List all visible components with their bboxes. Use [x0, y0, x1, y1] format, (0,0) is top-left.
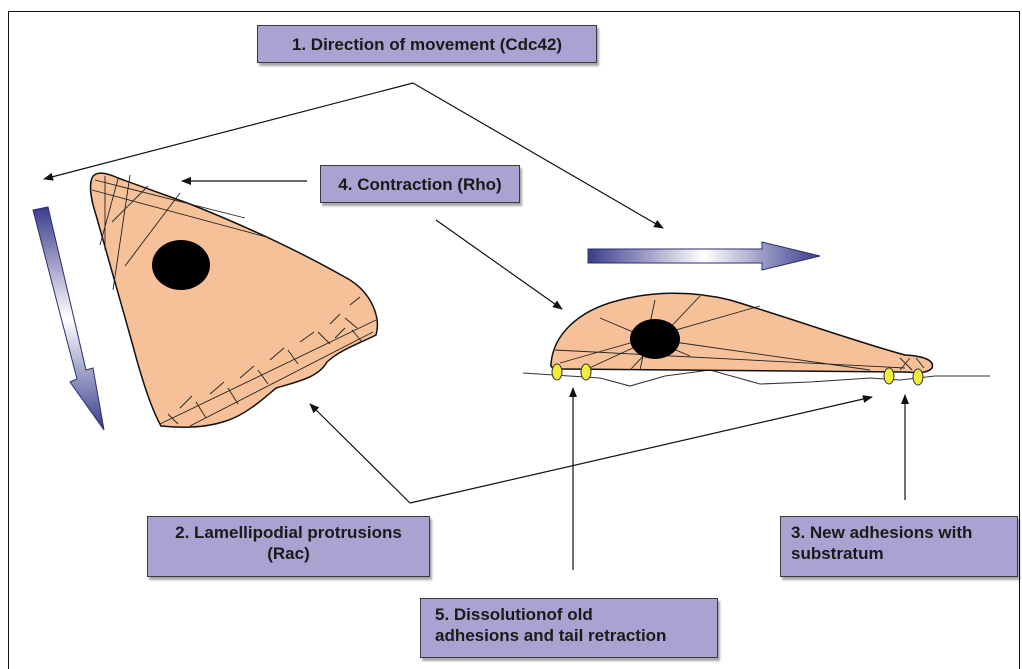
label-lamellipodial-protrusions: 2. Lamellipodial protrusions (Rac): [147, 516, 430, 577]
label-adhesions-line2: substratum: [791, 543, 1007, 564]
label-dissolution-line1: 5. Dissolutionof old: [435, 604, 707, 625]
label-direction-of-movement: 1. Direction of movement (Cdc42): [257, 25, 597, 63]
label-contraction-text: 4. Contraction (Rho): [338, 175, 501, 194]
lamellipodial-arrows: [310, 397, 872, 503]
horizontal-motion-arrow: [588, 242, 820, 270]
label-dissolution-line2: adhesions and tail retraction: [435, 625, 707, 646]
nucleus-left: [152, 240, 210, 290]
migrating-cell: [551, 293, 933, 372]
label-contraction: 4. Contraction (Rho): [320, 165, 520, 203]
label-dissolution: 5. Dissolutionof old adhesions and tail …: [420, 598, 718, 658]
label-lamellipodial-line2: (Rac): [158, 543, 419, 564]
label-lamellipodial-line1: 2. Lamellipodial protrusions: [158, 522, 419, 543]
turning-cell: [91, 173, 378, 427]
label-direction-text: 1. Direction of movement (Cdc42): [292, 35, 562, 54]
label-new-adhesions: 3. New adhesions with substratum: [780, 516, 1018, 577]
vertical-motion-arrow: [33, 207, 104, 430]
nucleus-right: [630, 319, 680, 359]
label-adhesions-line1: 3. New adhesions with: [791, 522, 1007, 543]
